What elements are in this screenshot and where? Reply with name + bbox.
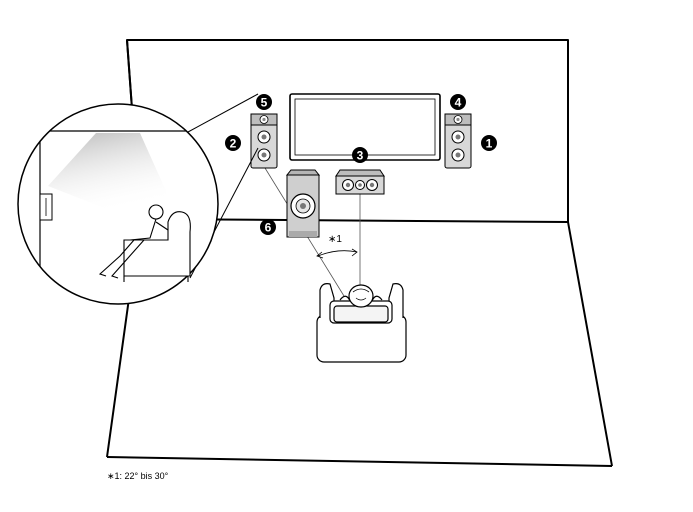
inset-connector-top xyxy=(187,93,259,133)
speaker-center xyxy=(335,169,385,195)
badge-height-left: 5 xyxy=(256,94,272,110)
armchair-listener xyxy=(316,283,407,363)
badge-center: 3 xyxy=(352,147,368,163)
svg-text:1: 1 xyxy=(486,137,493,151)
angle-footnote: ∗1: 22° bis 30° xyxy=(107,471,169,481)
side-view-inset xyxy=(17,93,259,305)
angle-label: ∗1 xyxy=(328,234,342,245)
svg-text:5: 5 xyxy=(261,96,268,110)
tv xyxy=(289,93,441,161)
angle-arc xyxy=(317,250,358,257)
badge-subwoofer: 6 xyxy=(260,219,276,235)
svg-text:2: 2 xyxy=(230,137,237,151)
badge-front-right: 1 xyxy=(481,135,497,151)
svg-text:4: 4 xyxy=(455,96,462,110)
svg-text:6: 6 xyxy=(265,221,272,235)
badge-front-left: 2 xyxy=(225,135,241,151)
speaker-front-left xyxy=(250,113,278,169)
svg-text:3: 3 xyxy=(357,149,364,163)
badge-height-right: 4 xyxy=(450,94,466,110)
inset-listener xyxy=(98,204,191,282)
sound-beam xyxy=(48,133,170,218)
floor-front-edge xyxy=(106,456,613,467)
right-wall-edge xyxy=(567,40,613,467)
speaker-front-right xyxy=(444,113,472,169)
subwoofer xyxy=(285,169,321,238)
